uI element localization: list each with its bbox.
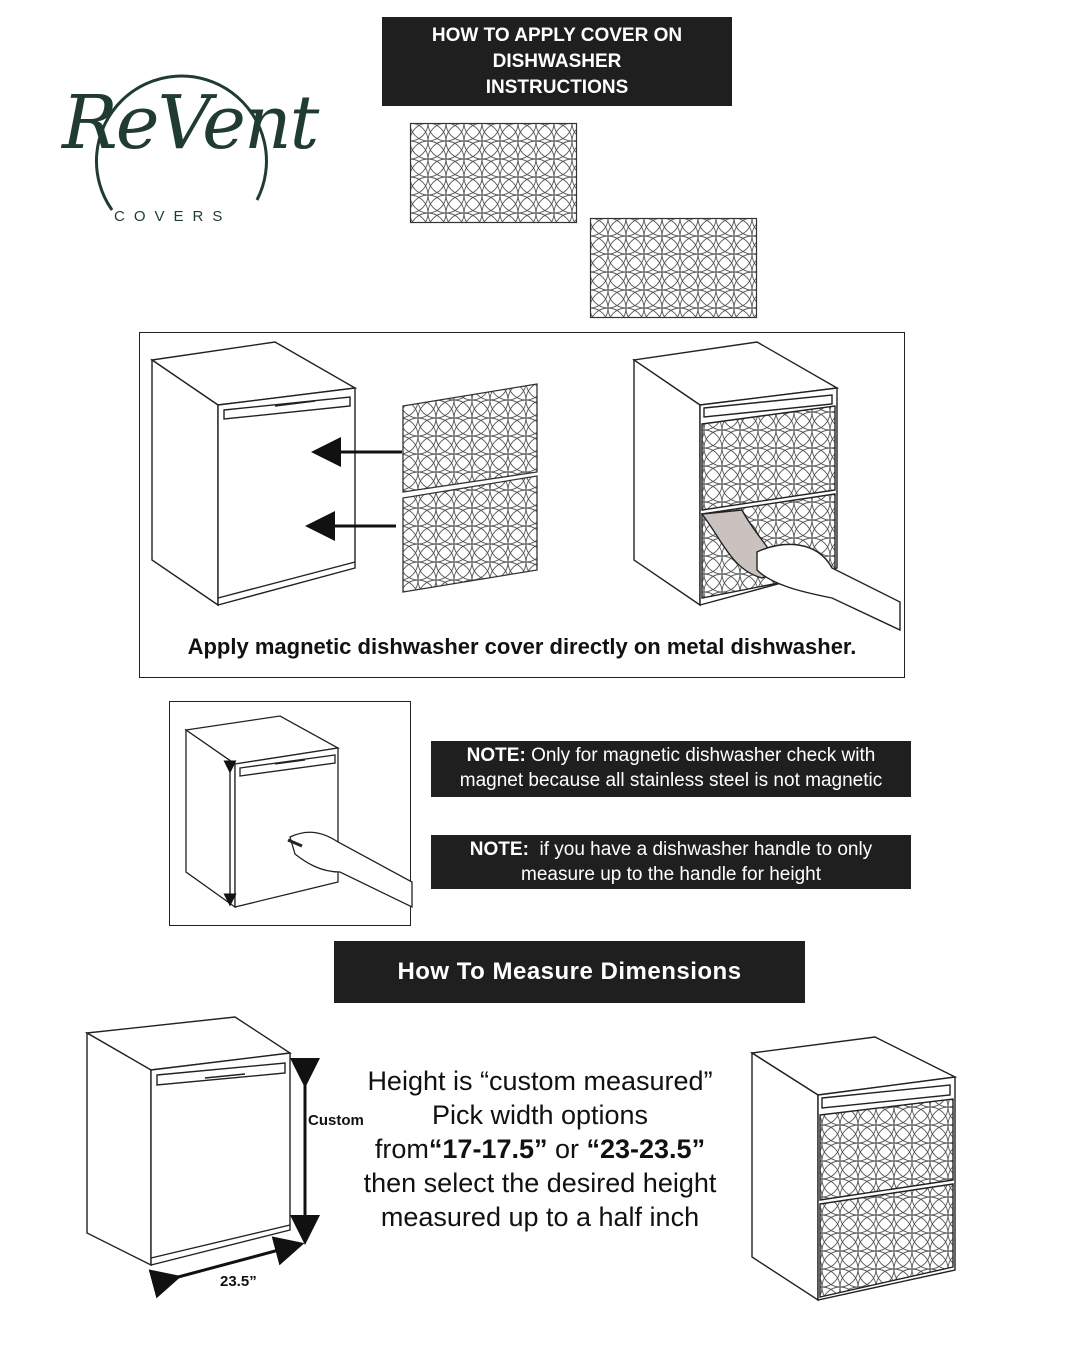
width-option-2: “23-23.5” (586, 1134, 706, 1164)
note-1-line-1: Only for magnetic dishwasher check with (531, 745, 876, 766)
note-2-line-1: if you have a dishwasher handle to only (539, 839, 873, 860)
left-right-arrow-icon (148, 1236, 305, 1299)
cover-panel-bottom (589, 217, 758, 319)
note-1-line-2: magnet because all stainless steel is no… (459, 770, 883, 791)
note-2-line-2: measure up to the handle for height (521, 864, 821, 885)
title-line-1: HOW TO APPLY COVER ON (431, 24, 683, 46)
note-2-label: NOTE: (469, 839, 529, 860)
height-label: Custom (308, 1112, 364, 1129)
measure-dimensions-banner: How To Measure Dimensions (334, 941, 805, 1003)
title-line-3: INSTRUCTIONS (485, 76, 629, 98)
measure-line-3-or: or (547, 1134, 587, 1164)
width-option-1: “17-17.5” (428, 1134, 548, 1164)
measure-line-2: Pick width options (431, 1100, 649, 1130)
note-magnetic-check: NOTE: Only for magnetic dishwasher check… (431, 741, 911, 797)
measure-line-3-prefix: from (374, 1134, 429, 1164)
measure-instructions: Height is “custom measured” Pick width o… (330, 1064, 750, 1234)
width-label: 23.5” (220, 1273, 257, 1290)
note-handle-height: NOTE: if you have a dishwasher handle to… (431, 835, 911, 889)
hand-icon (289, 831, 413, 909)
dishwasher-dimensions-illustration (84, 1016, 320, 1299)
title-banner: HOW TO APPLY COVER ON DISHWASHER INSTRUC… (382, 17, 732, 106)
magnetic-cover-pieces (402, 383, 538, 593)
measure-line-5: measured up to a half inch (380, 1202, 700, 1232)
logo-subtitle: COVERS (114, 208, 232, 225)
dishwasher-covered-illustration (749, 1036, 958, 1302)
note-1-label: NOTE: (466, 745, 526, 766)
cover-panel-top (409, 122, 578, 224)
left-arrow-icon (305, 437, 402, 541)
dishwasher-measuring-illustration (184, 715, 413, 909)
title-line-2: DISHWASHER (492, 50, 622, 72)
measure-line-4: then select the desired height (363, 1168, 717, 1198)
logo-script: ReVent (62, 80, 319, 166)
dishwasher-with-cover (632, 341, 901, 632)
logo-ring (94, 74, 268, 211)
measure-line-1: Height is “custom measured” (367, 1066, 713, 1096)
apply-caption: Apply magnetic dishwasher cover directly… (187, 634, 857, 659)
brand-logo: ReVent COVERS (52, 40, 319, 240)
